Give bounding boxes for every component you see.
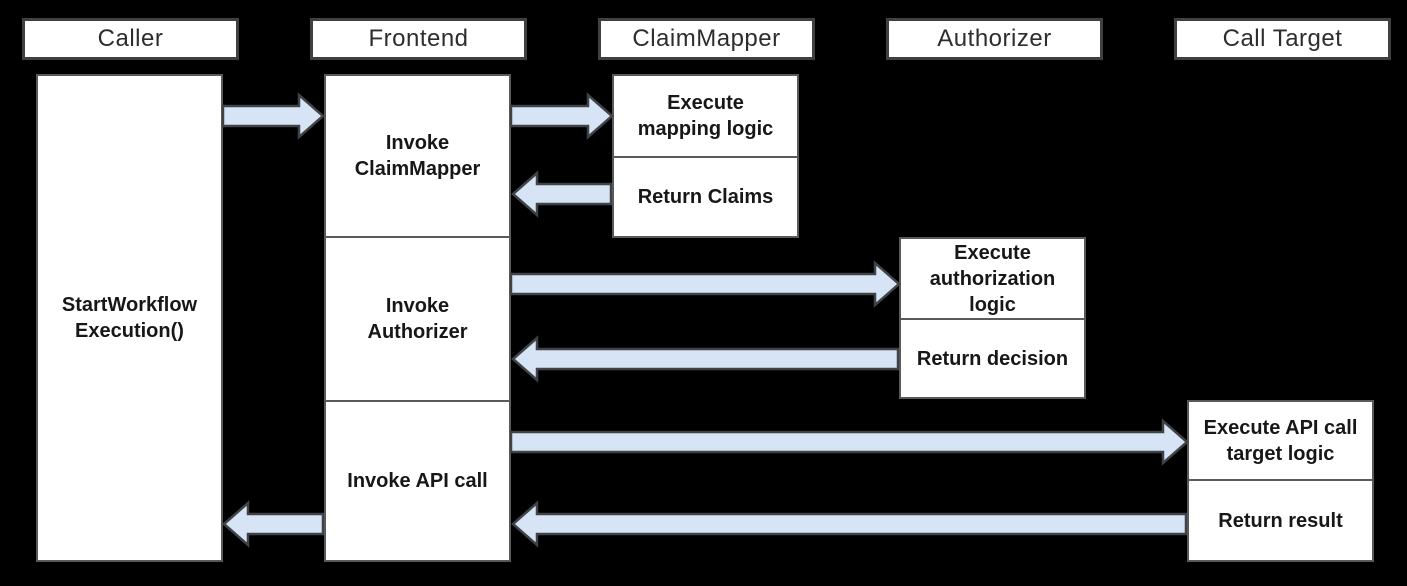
arrow-frontend-to-authorizer (510, 260, 901, 308)
authorizer-step-execute-authorization-logic: Execute authorization logic (899, 237, 1086, 320)
caller-activation-label: StartWorkflow Execution() (61, 294, 198, 342)
lane-header-frontend: Frontend (310, 18, 527, 60)
arrow-calltarget-to-frontend (511, 500, 1187, 548)
lane-header-calltarget-label: Call Target (1222, 25, 1343, 52)
claimmapper-step-return-claims-label: Return Claims (637, 186, 774, 208)
lane-header-caller-label: Caller (97, 25, 164, 52)
claimmapper-step-execute-mapping-logic-label: Execute mapping logic (637, 92, 774, 140)
frontend-step-invoke-claimmapper: Invoke ClaimMapper (324, 74, 511, 238)
arrow-frontend-to-calltarget (510, 418, 1189, 466)
frontend-step-invoke-authorizer: Invoke Authorizer (324, 236, 511, 402)
calltarget-step-execute-api-call-target-logic-label: Execute API call target logic (1203, 416, 1358, 465)
calltarget-step-return-result-label: Return result (1218, 509, 1343, 532)
lane-header-claimmapper: ClaimMapper (598, 18, 815, 60)
arrow-authorizer-to-frontend (511, 335, 899, 383)
claimmapper-step-execute-mapping-logic: Execute mapping logic (612, 74, 799, 158)
caller-activation-box: StartWorkflow Execution() (36, 74, 223, 562)
lane-header-authorizer-label: Authorizer (937, 25, 1052, 52)
arrow-claimmapper-to-frontend (511, 170, 612, 218)
claimmapper-step-return-claims: Return Claims (612, 156, 799, 238)
calltarget-step-return-result: Return result (1187, 479, 1374, 562)
frontend-step-invoke-api-call: Invoke API call (324, 400, 511, 562)
arrow-caller-to-frontend (222, 92, 325, 140)
lane-header-authorizer: Authorizer (886, 18, 1103, 60)
arrow-frontend-to-claimmapper (510, 92, 614, 140)
frontend-step-invoke-claimmapper-label: Invoke ClaimMapper (354, 132, 481, 180)
lane-header-claimmapper-label: ClaimMapper (632, 25, 781, 52)
authorizer-step-return-decision-label: Return decision (916, 347, 1069, 370)
frontend-step-invoke-authorizer-label: Invoke Authorizer (367, 295, 468, 343)
lane-header-calltarget: Call Target (1174, 18, 1391, 60)
authorizer-step-return-decision: Return decision (899, 318, 1086, 399)
arrow-frontend-to-caller (222, 500, 324, 548)
lane-header-frontend-label: Frontend (368, 25, 469, 52)
frontend-step-invoke-api-call-label: Invoke API call (347, 470, 488, 492)
calltarget-step-execute-api-call-target-logic: Execute API call target logic (1187, 400, 1374, 481)
authorizer-step-execute-authorization-logic-label: Execute authorization logic (929, 241, 1056, 316)
lane-header-caller: Caller (22, 18, 239, 60)
